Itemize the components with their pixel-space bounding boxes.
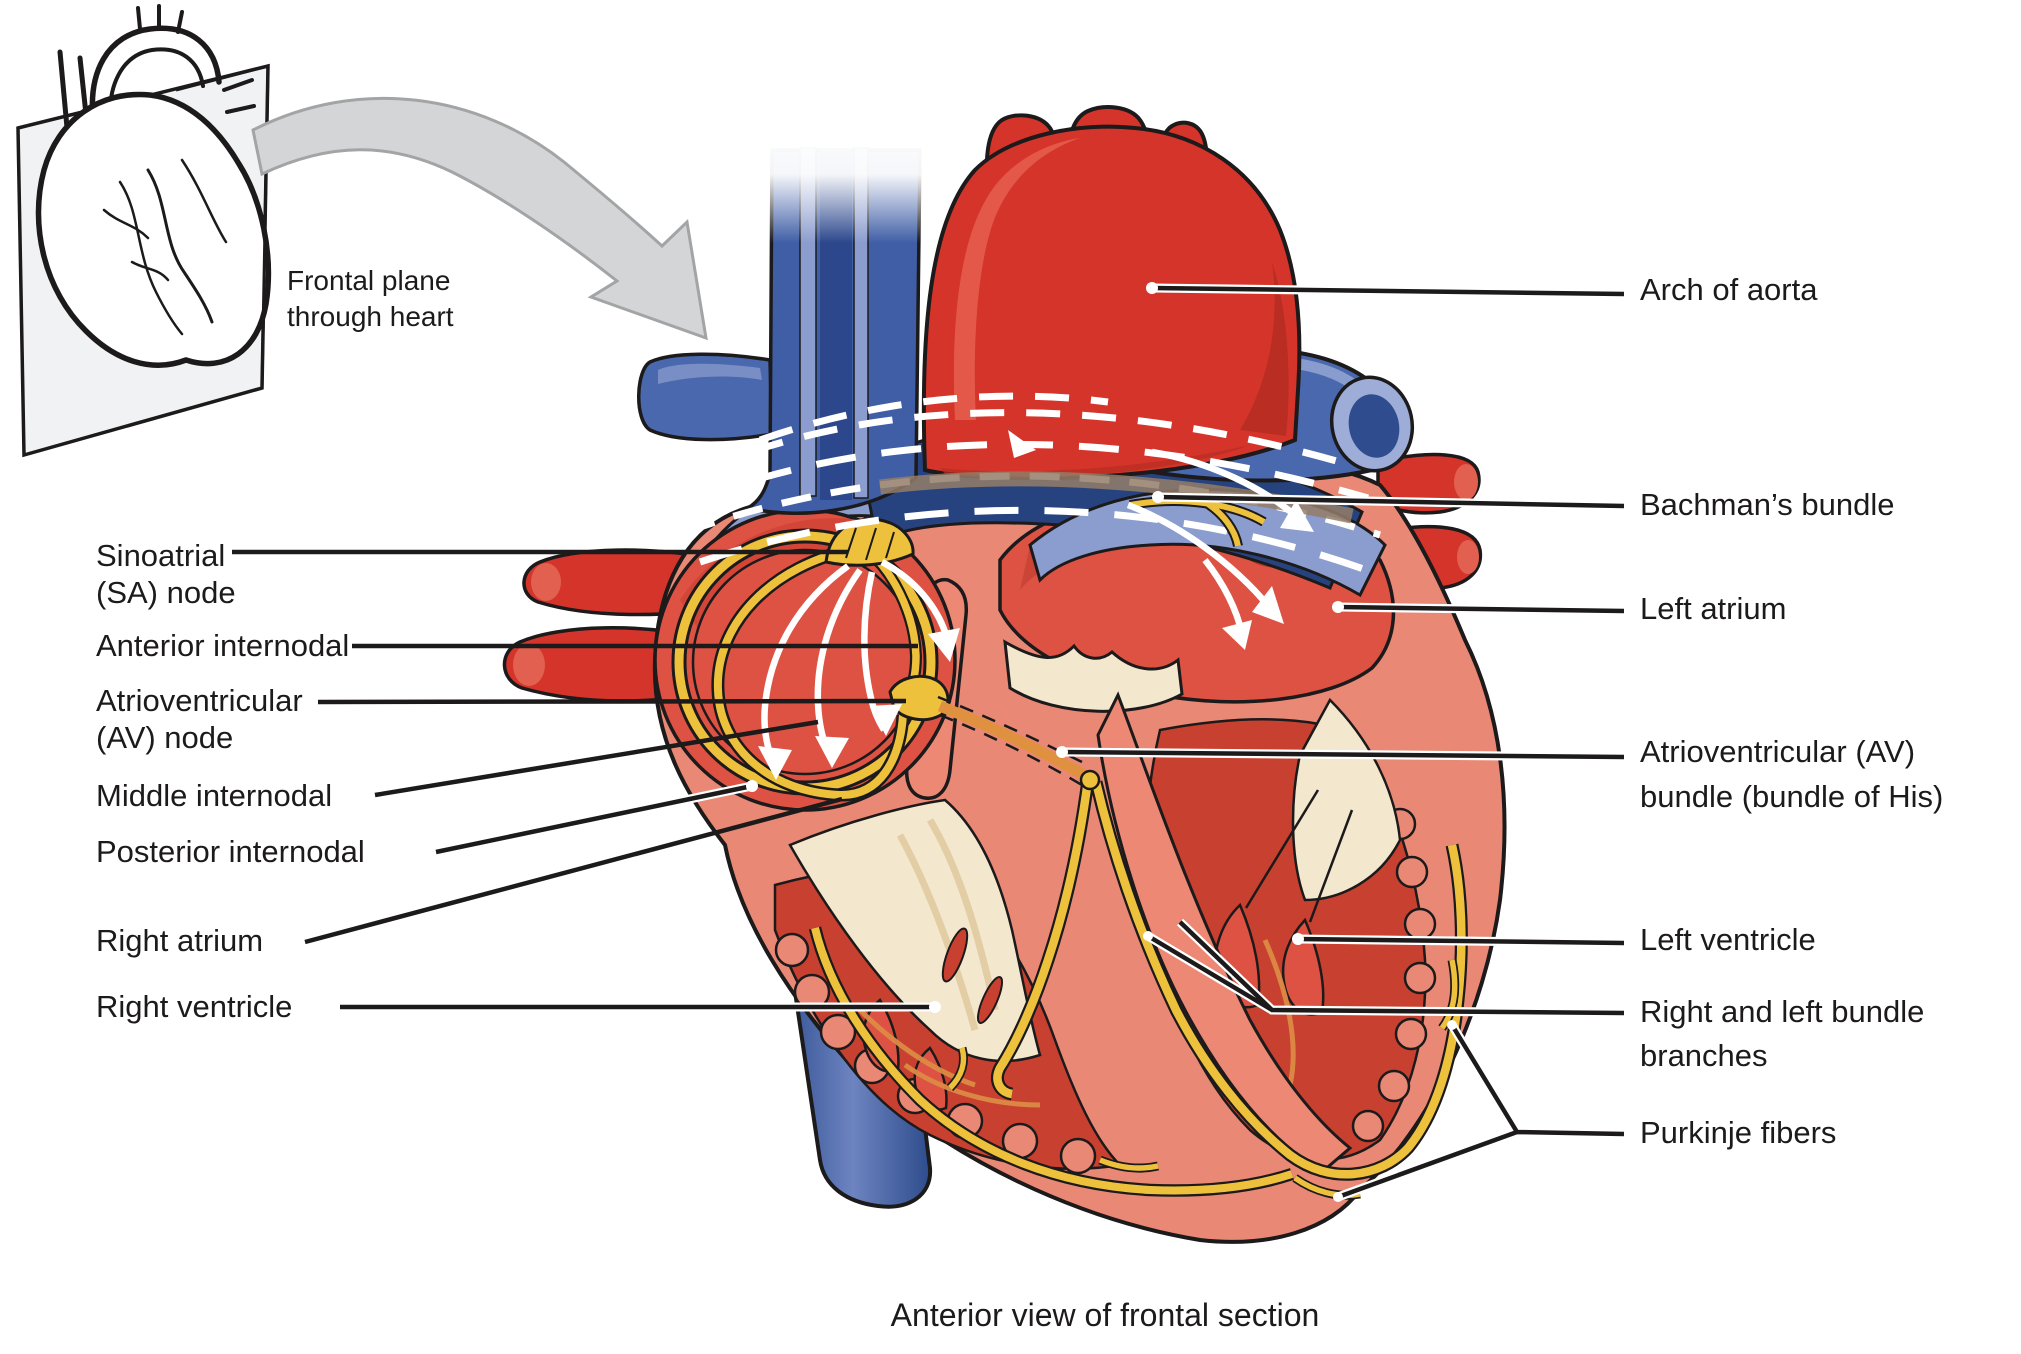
label-sinoatrial-line2: (SA) node	[96, 575, 236, 610]
right-atrium-chamber	[653, 508, 960, 812]
purkinje-twigs	[946, 959, 1460, 1200]
label-av-bundle-line2: bundle (bundle of His)	[1640, 779, 1943, 814]
figure-caption: Anterior view of frontal section	[891, 1297, 1320, 1333]
leader-right-atrium	[304, 796, 843, 945]
label-purkinje-fibers: Purkinje fibers	[1640, 1115, 1836, 1150]
ra-arrowheads	[758, 628, 960, 780]
label-right-atrium: Right atrium	[96, 923, 263, 958]
labels: Sinoatrial (SA) node Anterior internodal…	[96, 272, 1943, 1333]
bachmans-yellow-fiber	[1129, 496, 1267, 548]
leader-posterior-internodal	[435, 783, 753, 855]
leader-av-node	[317, 698, 907, 705]
leader-bachmans-bundle	[1157, 494, 1625, 509]
label-posterior-internodal: Posterior internodal	[96, 834, 365, 869]
label-arch-of-aorta: Arch of aorta	[1640, 272, 1818, 307]
mitral-valve-cream	[1003, 639, 1184, 713]
leader-left-atrium	[1337, 604, 1625, 614]
label-bundle-branches-line1: Right and left bundle	[1640, 994, 1924, 1029]
label-sinoatrial-line1: Sinoatrial	[96, 538, 225, 573]
leader-purkinje-fibers	[1337, 1023, 1625, 1200]
label-av-node-line1: Atrioventricular	[96, 683, 303, 718]
right-pulmonary-artery	[637, 352, 774, 442]
frontal-plane-edge	[175, 64, 270, 389]
aorta	[921, 105, 1302, 481]
la-arrowheads	[1222, 500, 1314, 650]
leader-tip-dots	[746, 282, 1457, 1202]
label-left-atrium: Left atrium	[1640, 591, 1786, 626]
leader-arch-of-aorta	[1151, 285, 1625, 297]
inset-caption-line1: Frontal plane	[287, 265, 450, 296]
svc-top-fade	[744, 118, 934, 243]
label-middle-internodal: Middle internodal	[96, 778, 332, 813]
label-av-node-line2: (AV) node	[96, 720, 233, 755]
leader-middle-internodal	[374, 719, 819, 798]
inset-arrow-icon	[251, 96, 708, 341]
label-av-bundle-line1: Atrioventricular (AV)	[1640, 734, 1915, 769]
conduction-bundles	[808, 695, 1468, 1200]
label-left-ventricle: Left ventricle	[1640, 922, 1816, 957]
av-bundle-path	[937, 700, 1089, 781]
inset-frontal-plane: Frontal plane through heart	[16, 4, 708, 458]
line-art-heart	[35, 4, 272, 368]
leader-bundle-branches	[1146, 920, 1625, 1016]
label-anterior-internodal: Anterior internodal	[96, 628, 349, 663]
label-bachmans-bundle: Bachman’s bundle	[1640, 487, 1895, 522]
av-node	[888, 675, 950, 722]
inset-caption-line2: through heart	[287, 301, 454, 332]
superior-vena-cava	[743, 118, 934, 515]
leader-lines	[232, 282, 1625, 1202]
leader-left-ventricle	[1297, 936, 1625, 946]
label-bundle-branches-line2: branches	[1640, 1038, 1768, 1073]
label-right-ventricle: Right ventricle	[96, 989, 292, 1024]
leader-av-bundle	[1061, 749, 1625, 760]
